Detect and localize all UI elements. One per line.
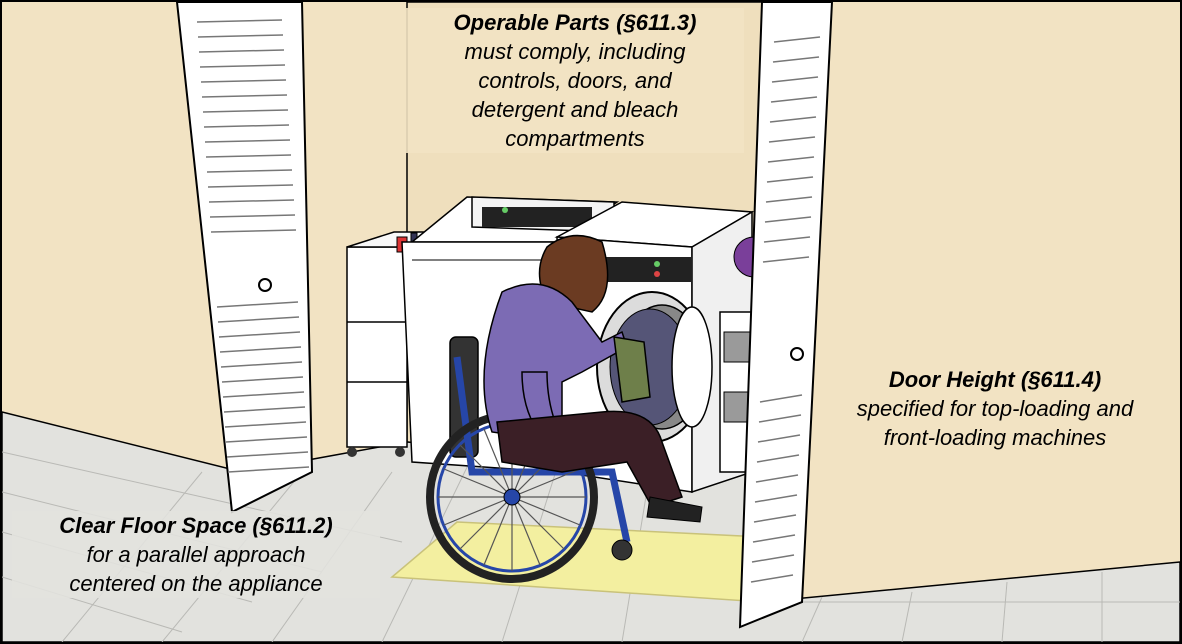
person-pants xyxy=(496,410,683,508)
callout-door-height-title: Door Height (§611.4) xyxy=(888,367,1102,392)
right-door-louvers xyxy=(750,36,821,583)
left-door-louvers xyxy=(196,19,310,473)
callout-door-height: Door Height (§611.4) specified for top-l… xyxy=(804,365,1180,452)
person-shirt xyxy=(483,283,628,443)
left-door xyxy=(175,2,314,514)
right-door-knob xyxy=(790,347,804,361)
callout-operable-parts-title: Operable Parts (§611.3) xyxy=(453,10,697,35)
callout-clear-floor-space-body: for a parallel approach centered on the … xyxy=(69,542,323,596)
wheelchair-caster xyxy=(611,539,633,561)
callout-operable-parts-body: must comply, including controls, doors, … xyxy=(464,39,686,151)
callout-door-height-body: specified for top-loading and front-load… xyxy=(856,396,1134,450)
towel xyxy=(613,336,651,403)
callout-operable-parts: Operable Parts (§611.3) must comply, inc… xyxy=(406,8,744,153)
person-shoe xyxy=(646,496,703,523)
left-door-knob xyxy=(258,278,272,292)
callout-clear-floor-space-title: Clear Floor Space (§611.2) xyxy=(59,513,333,538)
callout-clear-floor-space: Clear Floor Space (§611.2) for a paralle… xyxy=(12,511,380,598)
person xyxy=(483,234,703,523)
